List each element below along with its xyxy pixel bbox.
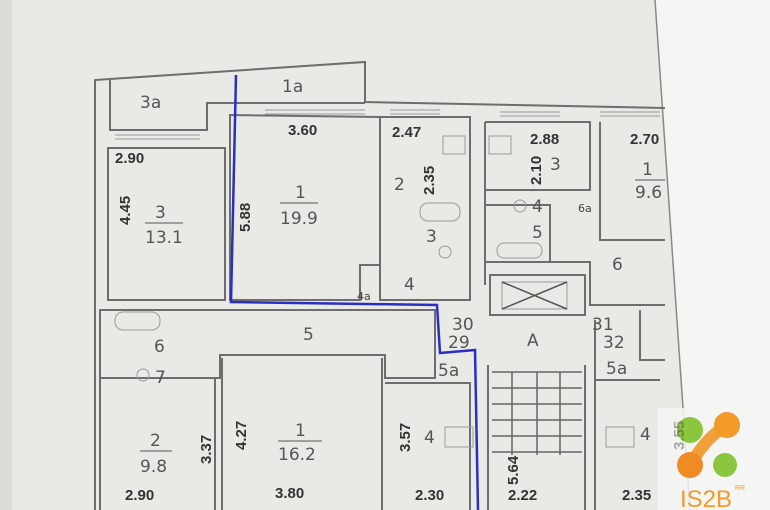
bathtub: [419, 202, 461, 222]
dim-3-37: 3.37: [198, 435, 215, 464]
dim-4-27: 4.27: [233, 421, 250, 450]
dim-3-80: 3.80: [275, 485, 304, 502]
room-4-bottom: 4: [424, 428, 435, 448]
room-5a-left: 5a: [438, 361, 459, 381]
toilet-icon: [136, 368, 150, 382]
room-3-mid: 3: [426, 227, 437, 247]
room-3-left-area: 13.1: [145, 228, 183, 248]
room-30: 30: [452, 315, 474, 335]
dim-5-88: 5.88: [237, 203, 254, 232]
fixtures: [114, 135, 635, 455]
dim-2-90-bottom: 2.90: [125, 487, 154, 504]
elevator-shaft: [501, 281, 568, 310]
dim-5-64: 5.64: [505, 455, 522, 485]
paper-edge-shadow: [0, 0, 12, 510]
room-1-right-area: 9.6: [635, 183, 662, 203]
room-31: 31: [592, 315, 614, 335]
logo-overlay-dim: 3.55: [671, 421, 688, 450]
room-1-bottom: 1: [295, 421, 306, 441]
logo-circle-orange: [677, 452, 703, 478]
room-2-bottom-area: 9.8: [140, 457, 167, 477]
stove-icon: [444, 426, 474, 448]
apartment-boundary-line: [229, 74, 480, 510]
windows: [115, 109, 660, 140]
stove-icon: [605, 426, 635, 448]
room-1-bottom-area: 16.2: [278, 445, 316, 465]
room-6-bath: 6: [154, 337, 165, 357]
dim-4-45: 4.45: [117, 196, 134, 225]
logo-circle-orange: [714, 412, 740, 438]
room-3-right: 3: [550, 155, 561, 175]
dim-3-57: 3.57: [397, 423, 414, 452]
logo-circle-green: [713, 453, 737, 477]
room-3a: 3a: [140, 93, 161, 113]
room-4a: 4a: [357, 290, 371, 303]
room-1a: 1a: [282, 77, 303, 97]
dim-2-88: 2.88: [530, 131, 559, 148]
room-3-left: 3: [155, 203, 166, 223]
room-6-right: 6: [612, 255, 623, 275]
room-29: 29: [448, 333, 470, 353]
room-4-mid: 4: [404, 275, 415, 295]
toilet-icon: [438, 245, 452, 259]
paper-sheet: [12, 0, 690, 510]
room-A: A: [527, 331, 539, 351]
dim-2-30: 2.30: [415, 487, 444, 504]
room-1-top-area: 19.9: [280, 209, 318, 229]
room-1-right: 1: [642, 160, 653, 180]
room-2-bottom: 2: [150, 431, 161, 451]
logo-text: IS2B: [680, 486, 732, 510]
room-4-right: 4: [532, 197, 543, 217]
dim-3-60: 3.60: [288, 122, 317, 139]
is2b-logo: IS2B RR 3.55: [658, 408, 763, 510]
elevator-cross: [501, 281, 568, 310]
staircase: [492, 371, 582, 455]
dim-2-10: 2.10: [528, 156, 545, 185]
room-5-hall: 5: [303, 325, 314, 345]
room-1-top: 1: [295, 183, 306, 203]
stove-icon: [442, 135, 466, 155]
dim-2-22: 2.22: [508, 487, 537, 504]
dim-2-35: 2.35: [421, 166, 438, 195]
room-5-right: 5: [532, 223, 543, 243]
dim-2-35-bottom: 2.35: [622, 487, 651, 504]
toilet-icon: [513, 199, 527, 213]
logo-suffix: RR: [735, 485, 745, 492]
room-4-bottom-right: 4: [640, 425, 651, 445]
bathtub: [496, 242, 543, 259]
dim-2-90-top: 2.90: [115, 150, 144, 167]
bathtub: [114, 311, 161, 331]
room-labels: 3a 1a 1 19.9 3 13.1 2 3 4 4a 3 4 6a 5 1 …: [140, 77, 665, 477]
stove-icon: [488, 135, 512, 155]
walls: [94, 60, 666, 510]
dim-2-70: 2.70: [630, 131, 659, 148]
room-5a-right: 5a: [606, 359, 627, 379]
logo-circle-green: [677, 417, 703, 443]
dimension-labels: 3.60 2.47 2.88 2.70 2.90 4.45 5.88 2.35 …: [115, 122, 659, 504]
room-6a: 6a: [578, 202, 592, 215]
room-32: 32: [603, 333, 625, 353]
room-7-wc: 7: [155, 368, 166, 388]
room-2-top: 2: [394, 175, 405, 195]
dim-2-47: 2.47: [392, 124, 421, 141]
